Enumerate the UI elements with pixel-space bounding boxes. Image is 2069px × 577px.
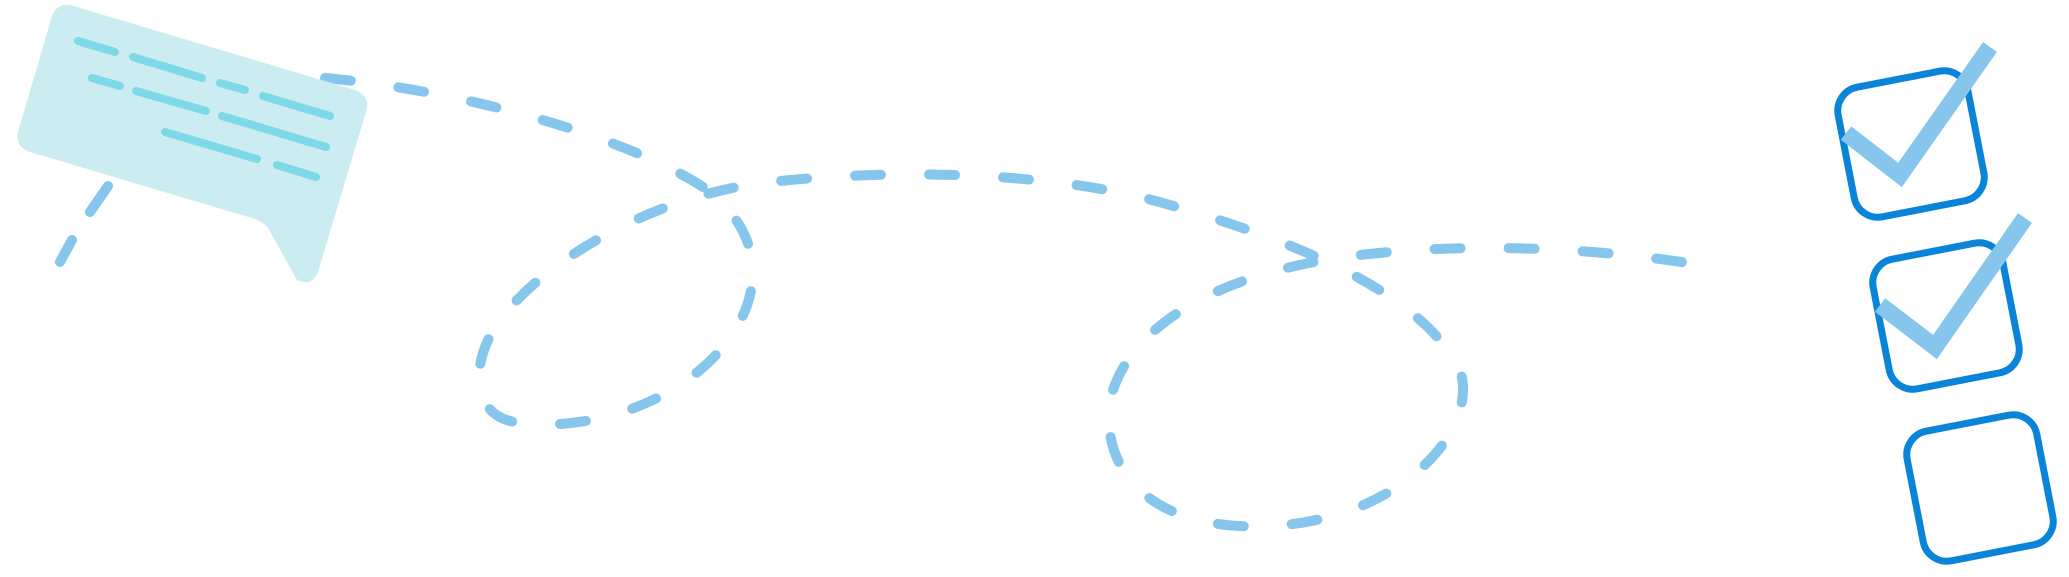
checkbox-icon <box>1834 67 1988 221</box>
speech-bubble-icon <box>17 4 368 283</box>
checklist <box>1834 42 2057 565</box>
dashed-path-tail <box>55 181 113 267</box>
checkbox-item-1 <box>1834 42 1997 221</box>
check-mark-icon <box>1840 42 1997 188</box>
checkbox-icon <box>1869 239 2023 393</box>
dashed-loop-path <box>320 73 1705 532</box>
bubble-text-lines <box>74 37 334 181</box>
check-mark-icon <box>1874 213 2032 360</box>
checkbox-icon <box>1903 411 2057 565</box>
checkbox-item-3 <box>1903 411 2057 565</box>
checkbox-item-2 <box>1869 213 2032 393</box>
